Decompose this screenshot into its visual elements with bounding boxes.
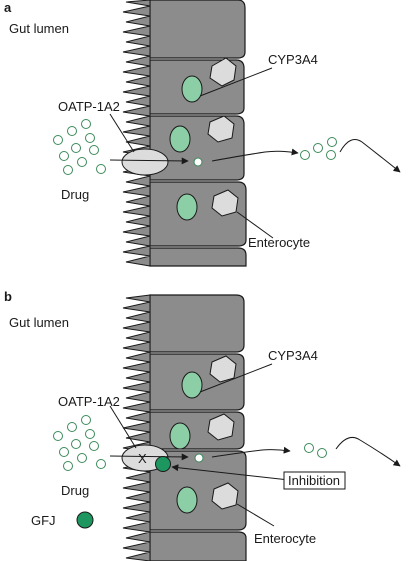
gfj-molecule-bound (155, 456, 171, 472)
uptake-arrow-a (109, 157, 189, 165)
oatp-label-b: OATP-1A2 (58, 394, 120, 409)
panel-b-letter: b (4, 289, 12, 304)
nucleus-a1 (181, 75, 203, 103)
inhibition-box (283, 471, 346, 490)
nucleus-a3 (176, 193, 198, 221)
nucleus-b2 (169, 422, 191, 450)
cyp3a4-label-b: CYP3A4 (268, 348, 318, 363)
gfj-legend-dot (76, 511, 94, 529)
enterocyte-leader-b (236, 503, 275, 527)
cyp-leader-b (199, 363, 273, 393)
drug-molecules-b (53, 415, 327, 471)
drug-label-b: Drug (61, 483, 89, 498)
vacuole-a3 (211, 189, 239, 217)
nucleus-b1 (181, 371, 203, 399)
oatp-leader-a (109, 113, 135, 153)
oatp-transporter-a (121, 148, 169, 176)
panel-b: b Gut lumen X (4, 289, 401, 561)
cyp3a4-label-a: CYP3A4 (268, 52, 318, 67)
drug-molecules-a (53, 119, 337, 175)
block-mark-b: X (138, 451, 147, 466)
inhibition-label: Inhibition (288, 473, 340, 488)
vacuole-b3 (211, 482, 239, 510)
gfj-label: GFJ (31, 513, 56, 528)
gut-lumen-label-b: Gut lumen (9, 315, 69, 330)
inhibition-arrow (171, 464, 290, 481)
vacuole-a1 (209, 57, 237, 87)
panel-a-letter: a (4, 0, 12, 15)
oatp-leader-b (109, 405, 137, 449)
transit-arrow-b (211, 446, 291, 458)
drug-label-a: Drug (61, 187, 89, 202)
vacuole-b1 (209, 355, 237, 383)
transit-arrow-a (211, 148, 299, 162)
nucleus-b3 (176, 486, 198, 514)
enterocyte-label-b: Enterocyte (254, 531, 316, 546)
panel-a: a Gut lumen (4, 0, 401, 267)
enterocyte-leader-a (236, 211, 274, 239)
absorption-arrow-b (335, 437, 401, 467)
epithelium-b (122, 294, 247, 561)
absorption-arrow-a (339, 139, 401, 173)
blocked-uptake-arrow-b (109, 453, 189, 461)
vacuole-a2 (207, 115, 235, 143)
oatp-label-a: OATP-1A2 (58, 99, 120, 114)
enterocyte-label-a: Enterocyte (248, 235, 310, 250)
gut-lumen-label-a: Gut lumen (9, 21, 69, 36)
nucleus-a2 (169, 125, 191, 153)
vacuole-b2 (207, 413, 235, 441)
cyp-leader-a (199, 67, 273, 97)
